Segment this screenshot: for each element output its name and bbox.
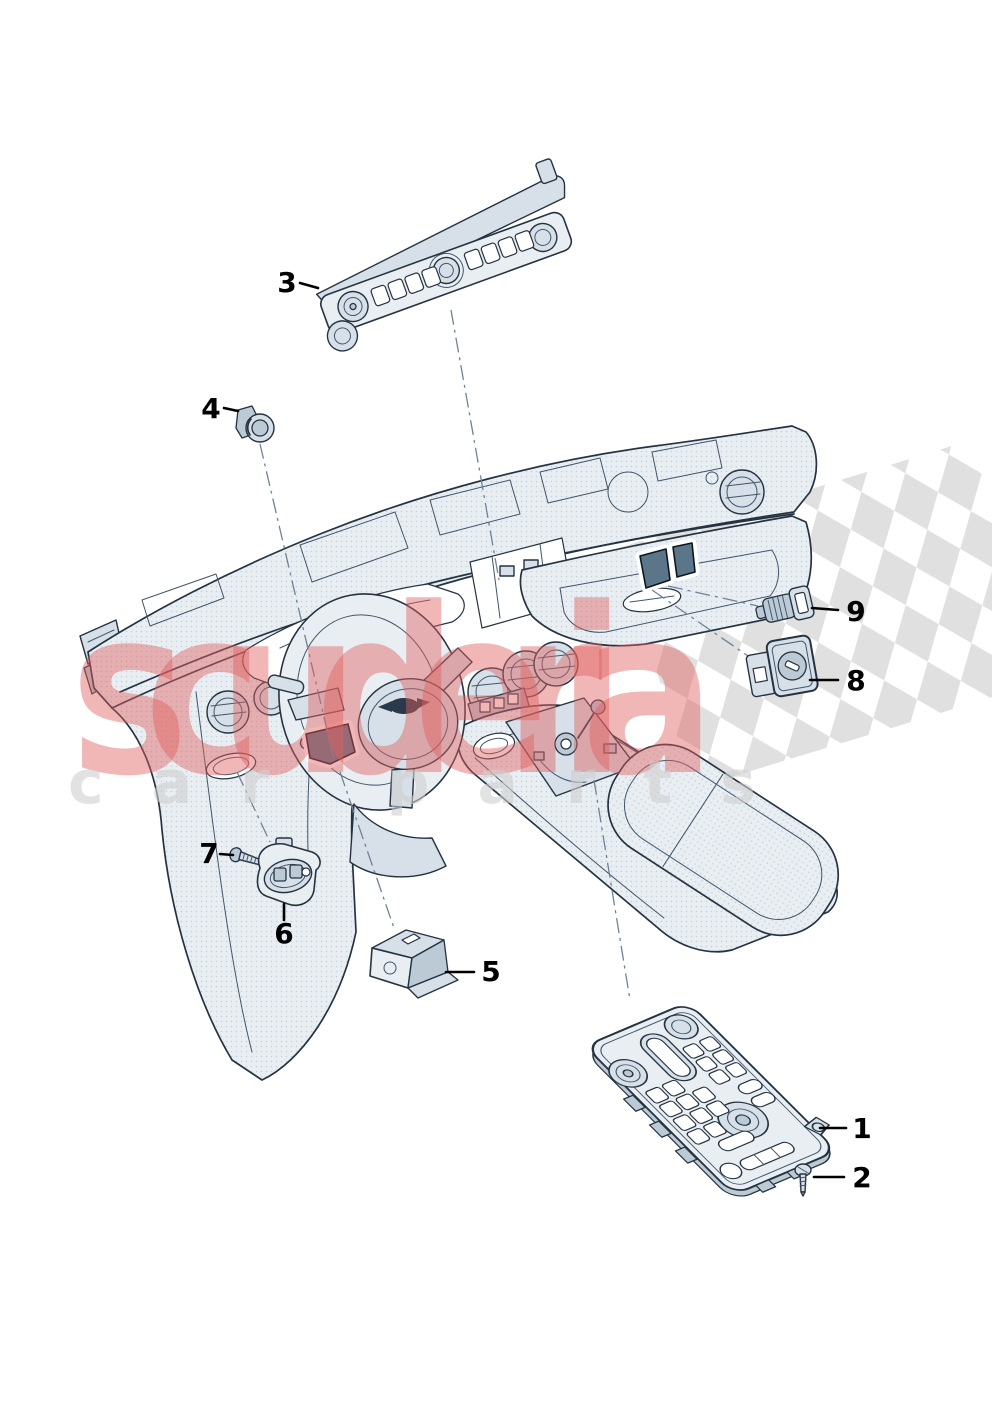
callout-5[interactable]: 5 bbox=[481, 955, 500, 988]
part-6-switch-unit bbox=[256, 837, 321, 906]
callout-2[interactable]: 2 bbox=[852, 1161, 871, 1194]
defroster-vent bbox=[429, 479, 521, 536]
headlamp-switch-cutout bbox=[205, 752, 257, 780]
dash-speaker bbox=[607, 471, 649, 513]
part-4-sensor bbox=[235, 405, 275, 443]
passenger-air-vent bbox=[719, 469, 765, 515]
airbag-pad bbox=[357, 677, 459, 771]
part-8-socket-switch bbox=[745, 634, 819, 698]
callout-1[interactable]: 1 bbox=[852, 1112, 871, 1145]
column-stalk bbox=[267, 674, 305, 695]
watermark-subtitle: car parts bbox=[68, 748, 804, 818]
callout-4[interactable]: 4 bbox=[201, 392, 220, 425]
defroster-vent bbox=[299, 511, 409, 583]
callout-6[interactable]: 6 bbox=[274, 917, 293, 950]
armrest bbox=[607, 743, 840, 937]
switch-location-highlight-right bbox=[635, 538, 700, 593]
watermark: scuderia car parts bbox=[68, 559, 804, 827]
watermark-brand: scuderia bbox=[70, 559, 701, 827]
part-9-switch bbox=[755, 585, 815, 623]
callouts: 1 2 3 4 5 6 7 8 9 bbox=[199, 266, 871, 1194]
part-1-control-panel bbox=[591, 1006, 831, 1197]
locating-leader-lines bbox=[236, 309, 759, 1001]
defroster-vent bbox=[651, 439, 723, 482]
gear-shifter bbox=[505, 697, 637, 797]
callout-9[interactable]: 9 bbox=[846, 595, 865, 628]
callout-8[interactable]: 8 bbox=[846, 664, 865, 697]
side-vent-slot bbox=[141, 573, 225, 627]
part-3-control-strip bbox=[315, 158, 573, 352]
part-2-screw bbox=[794, 1163, 812, 1197]
part-5-bracket bbox=[369, 929, 459, 999]
steering-column bbox=[349, 803, 447, 878]
callout-leader-lines bbox=[218, 281, 848, 1179]
center-console bbox=[457, 697, 840, 953]
callout-3[interactable]: 3 bbox=[277, 266, 296, 299]
bentley-wings-logo bbox=[378, 698, 430, 714]
callout-7[interactable]: 7 bbox=[199, 837, 218, 870]
